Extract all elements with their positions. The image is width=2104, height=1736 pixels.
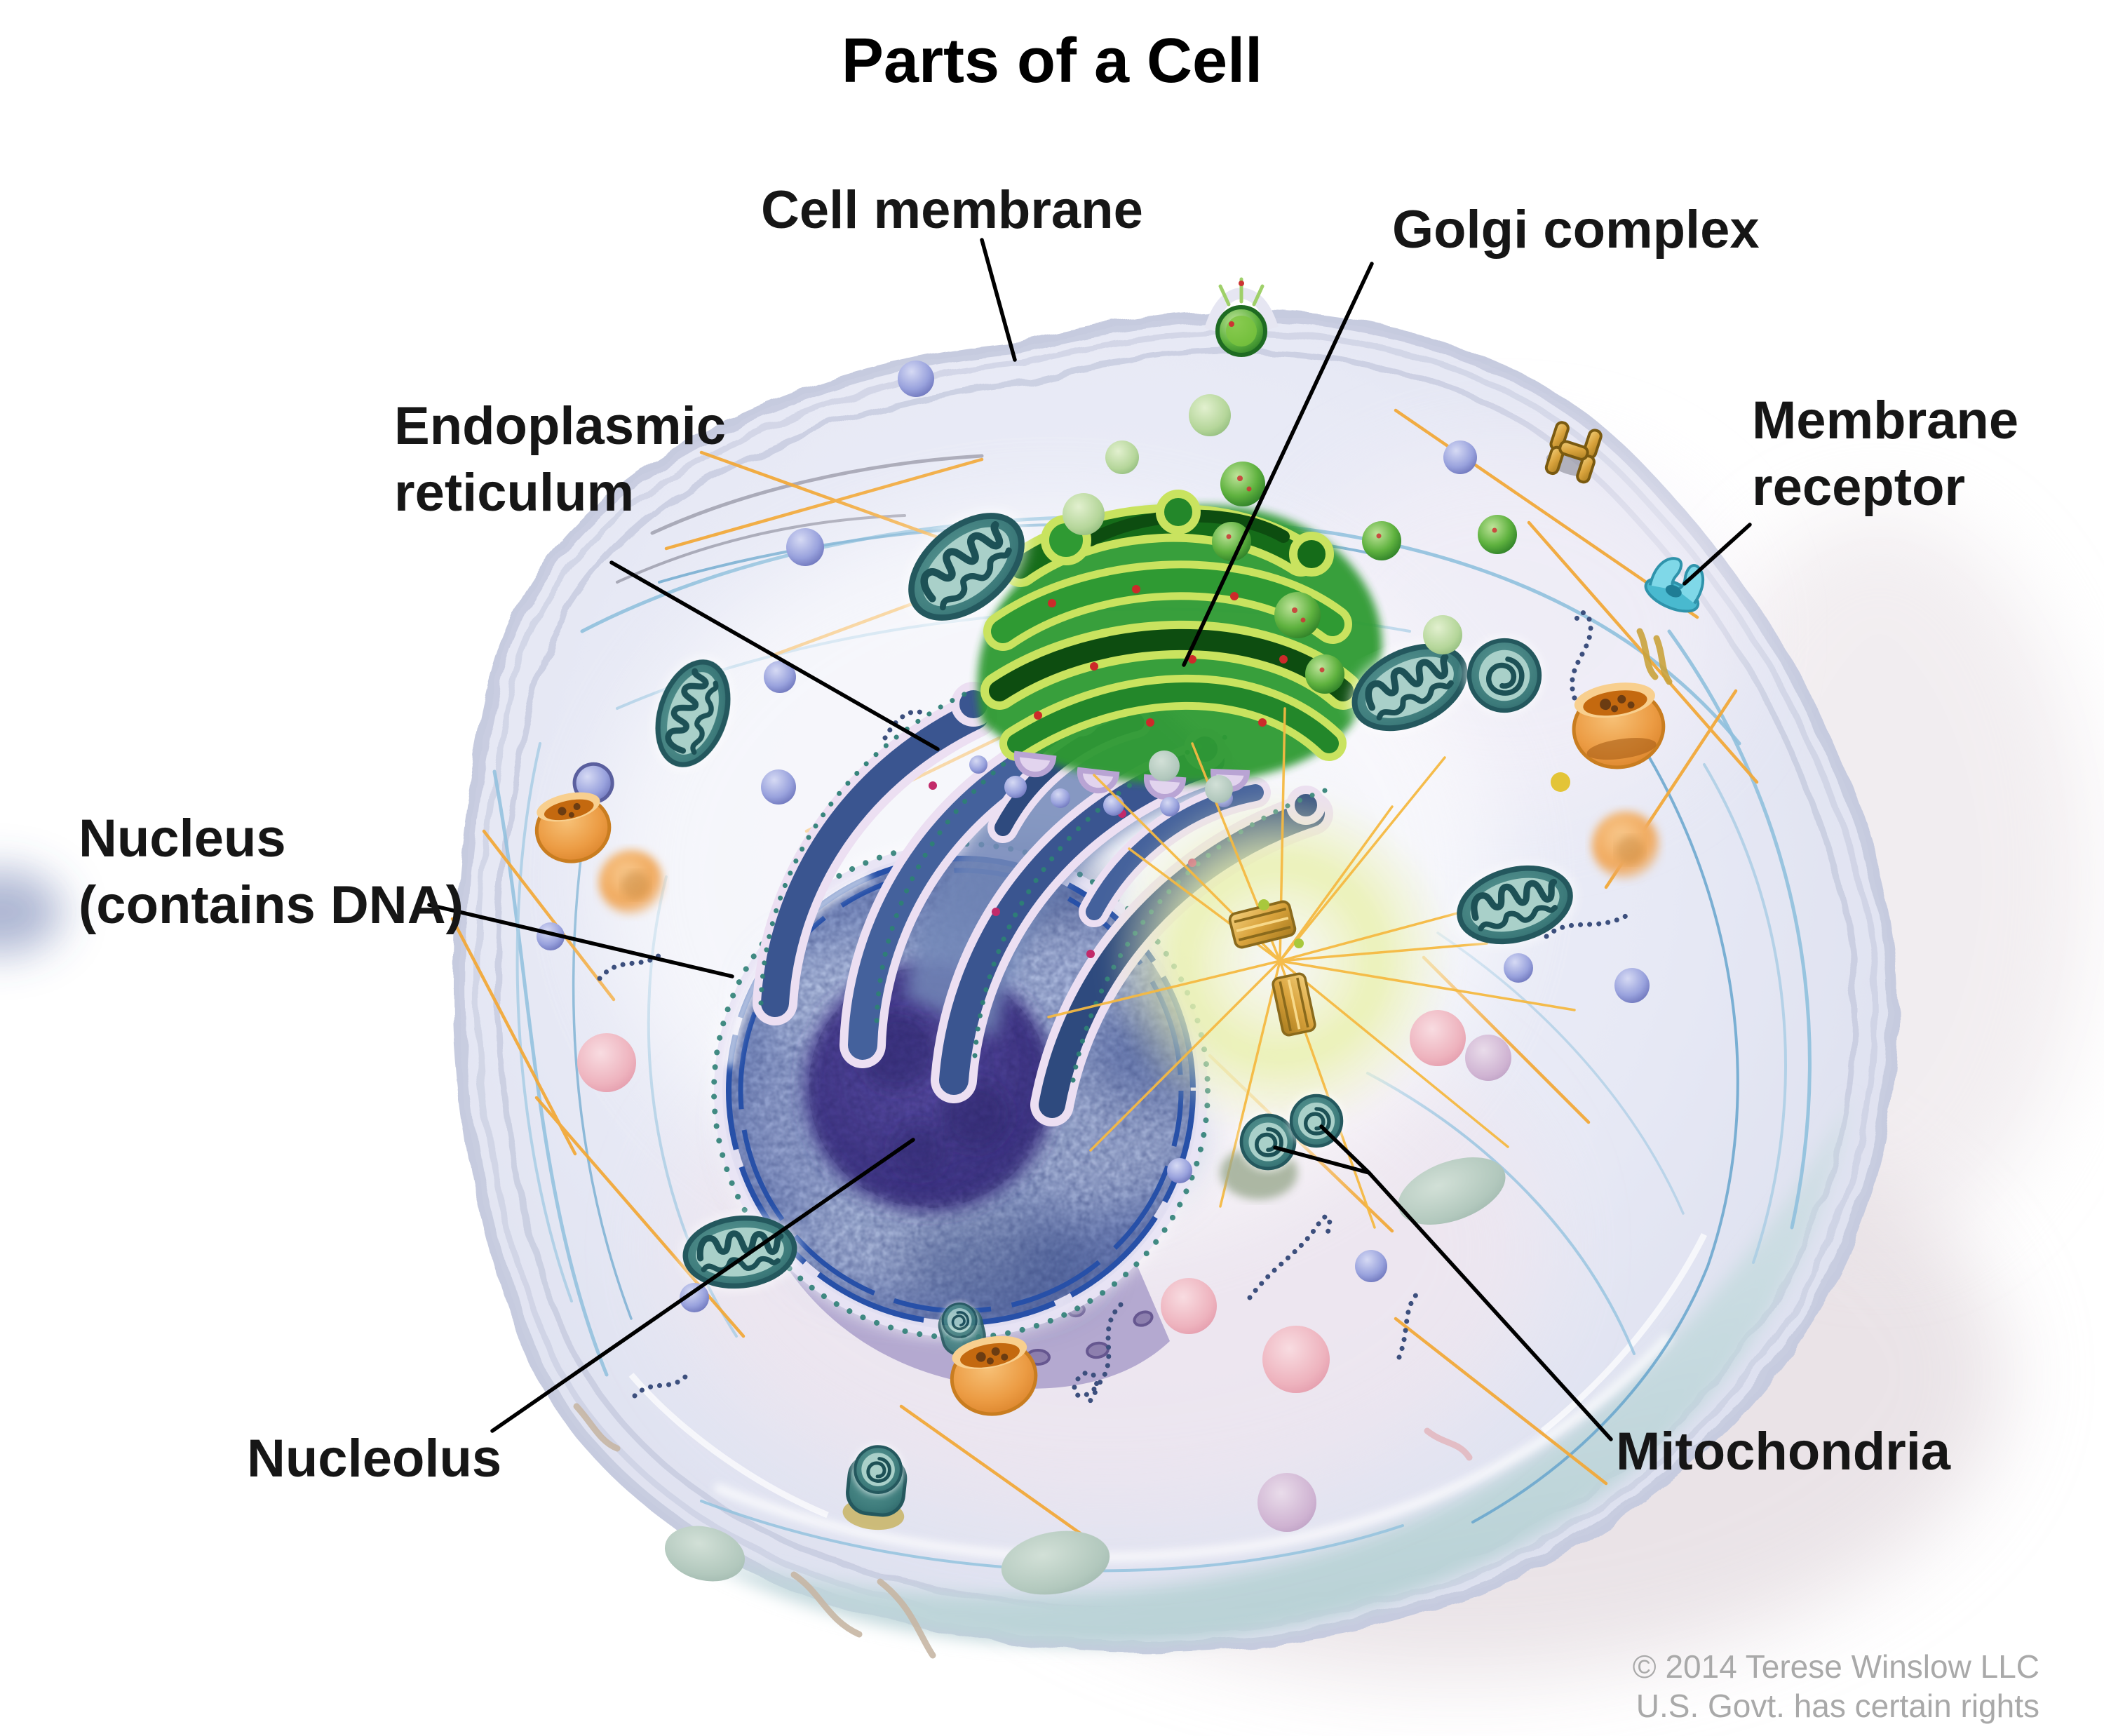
- lysosome: [534, 762, 614, 863]
- leader-nucleus: [427, 903, 734, 978]
- credit-line2: U.S. Govt. has certain rights: [1636, 1688, 2039, 1724]
- label-nucleolus: Nucleolus: [247, 1425, 501, 1492]
- secretory-vesicles: [1063, 394, 1517, 803]
- copyright-credit: © 2014 Terese Winslow LLC U.S. Govt. has…: [1633, 1647, 2039, 1725]
- mitochondrion: [1239, 1112, 1297, 1171]
- mitochondria-group: [642, 490, 1584, 1530]
- leader-membrane-receptor: [1682, 523, 1752, 586]
- leader-golgi-complex: [1182, 262, 1374, 667]
- label-nucleus: Nucleus (contains DNA): [79, 805, 464, 938]
- nuclear-envelope-front: [741, 1150, 1170, 1389]
- receptor-gold-icon: [1544, 421, 1603, 484]
- label-cell-membrane-text: Cell membrane: [761, 180, 1143, 240]
- label-membrane-receptor: Membrane receptor: [1752, 387, 2018, 520]
- label-cell-membrane: Cell membrane: [761, 177, 1143, 243]
- cortex-highlight: [713, 1333, 1673, 1562]
- label-mitochondria-text: Mitochondria: [1616, 1422, 1951, 1481]
- mitochondrion: [842, 1441, 911, 1530]
- label-membrane-receptor-line2: receptor: [1752, 457, 1966, 517]
- label-mitochondria: Mitochondria: [1616, 1418, 1950, 1485]
- golgi-specks: [1034, 585, 1288, 727]
- lysosome: [1572, 682, 1666, 769]
- exocytosis-vesicle: [1204, 277, 1279, 357]
- lysosome: [950, 1335, 1038, 1416]
- fibers-tan: [573, 628, 1673, 1659]
- sage-bodies: [664, 1157, 1506, 1595]
- receptor-cyan-icon: [1644, 557, 1705, 613]
- leader-endoplasmic-reticulum: [609, 560, 940, 751]
- label-er-line2: reticulum: [394, 463, 635, 523]
- label-nucleus-line1: Nucleus: [79, 809, 286, 868]
- label-nucleus-line2: (contains DNA): [79, 875, 464, 935]
- label-golgi-complex-text: Golgi complex: [1392, 200, 1760, 260]
- vesicles: [537, 277, 1650, 1595]
- cortex-highlight-2: [628, 1232, 1708, 1519]
- inclusions: [577, 772, 1570, 1532]
- leader-nucleolus: [490, 1138, 915, 1433]
- label-golgi-complex: Golgi complex: [1392, 196, 1760, 263]
- leader-mitochondria: [1273, 1124, 1613, 1441]
- label-nucleolus-text: Nucleolus: [247, 1429, 502, 1488]
- label-membrane-receptor-line1: Membrane: [1752, 391, 2019, 450]
- polyribosome-chains: [573, 610, 1673, 1659]
- leader-cell-membrane: [980, 238, 1017, 362]
- cell-cortex-band: [694, 1094, 1852, 1646]
- lysosomes: [534, 682, 1666, 1416]
- label-er-line1: Endoplasmic: [394, 396, 726, 456]
- credit-line1: © 2014 Terese Winslow LLC: [1632, 1648, 2039, 1685]
- membrane-receptors: [1544, 421, 1705, 613]
- endosomes: [537, 361, 1650, 1312]
- label-endoplasmic-reticulum: Endoplasmic reticulum: [394, 393, 726, 526]
- diagram-title: Parts of a Cell: [841, 26, 1263, 96]
- leader-lines: [427, 238, 1752, 1441]
